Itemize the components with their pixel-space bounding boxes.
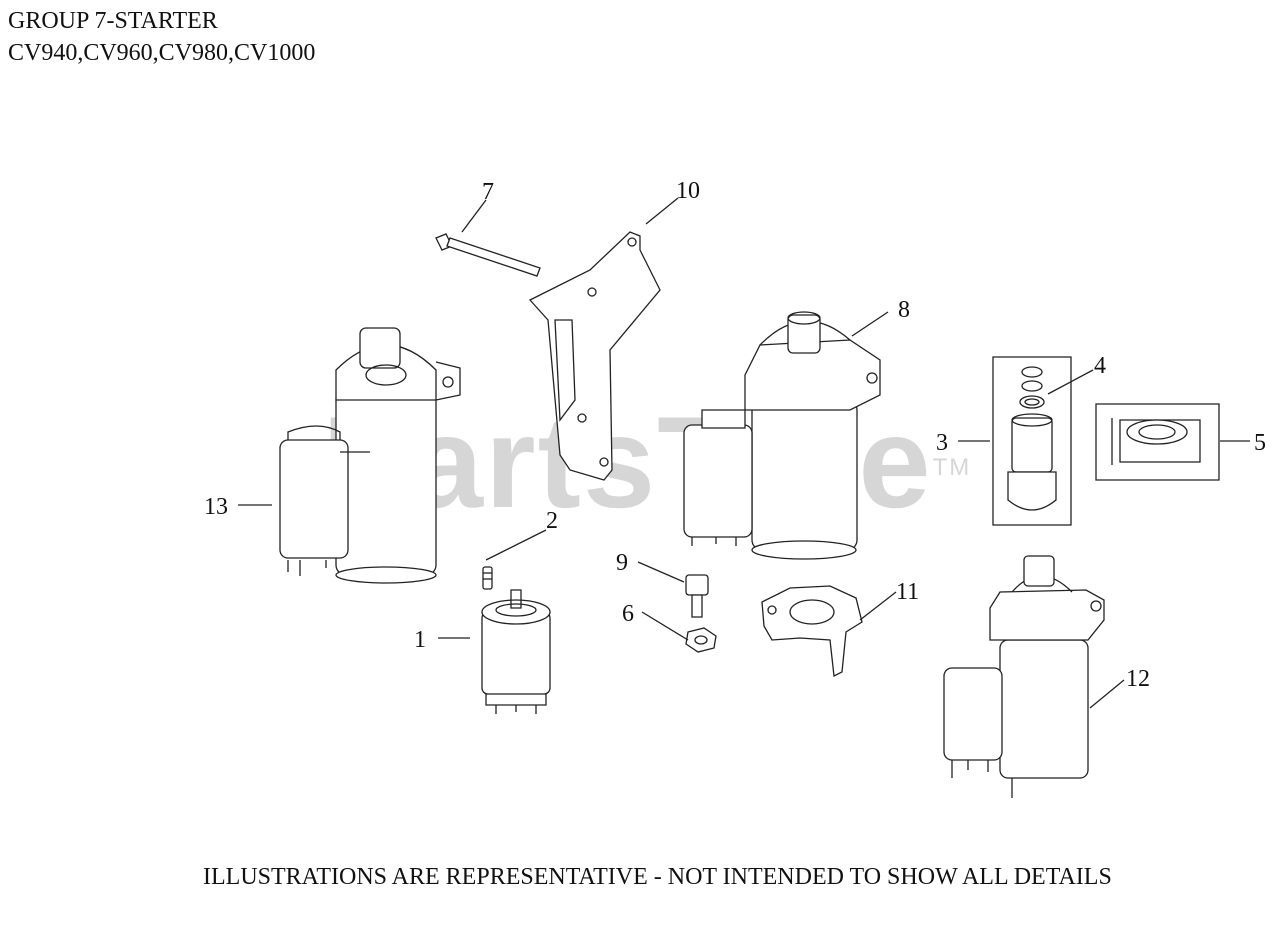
part-9-spacer[interactable] — [686, 575, 708, 617]
disclaimer-note: ILLUSTRATIONS ARE REPRESENTATIVE - NOT I… — [203, 864, 1112, 890]
part-4-retainer-rings[interactable] — [1020, 367, 1044, 408]
part-8-starter[interactable] — [684, 312, 880, 559]
callout-12: 12 — [1126, 666, 1150, 692]
part-13-starter-assembly[interactable] — [280, 328, 460, 583]
part-11-plate[interactable] — [762, 586, 862, 676]
callout-8: 8 — [898, 297, 910, 323]
part-6-nut[interactable] — [686, 628, 716, 652]
diagram-title: GROUP 7-STARTER — [8, 8, 218, 34]
callout-3: 3 — [936, 430, 948, 456]
part-2-screw[interactable] — [483, 567, 492, 589]
callout-11: 11 — [896, 579, 919, 605]
callout-7: 7 — [482, 179, 494, 205]
part-10-bracket[interactable] — [530, 232, 660, 480]
part-3-drive-kit[interactable] — [993, 357, 1071, 525]
callout-9: 9 — [616, 550, 628, 576]
part-5-dust-cover[interactable] — [1096, 404, 1219, 480]
callout-6: 6 — [622, 601, 634, 627]
callout-5: 5 — [1254, 430, 1266, 456]
part-1-solenoid[interactable] — [482, 590, 550, 714]
callout-1: 1 — [414, 627, 426, 653]
part-12-starter[interactable] — [944, 556, 1104, 798]
callout-4: 4 — [1094, 353, 1106, 379]
callout-2: 2 — [546, 508, 558, 534]
part-7-bolt[interactable] — [436, 234, 540, 276]
callout-13: 13 — [204, 494, 228, 520]
model-list: CV940,CV960,CV980,CV1000 — [8, 40, 316, 66]
callout-10: 10 — [676, 178, 700, 204]
